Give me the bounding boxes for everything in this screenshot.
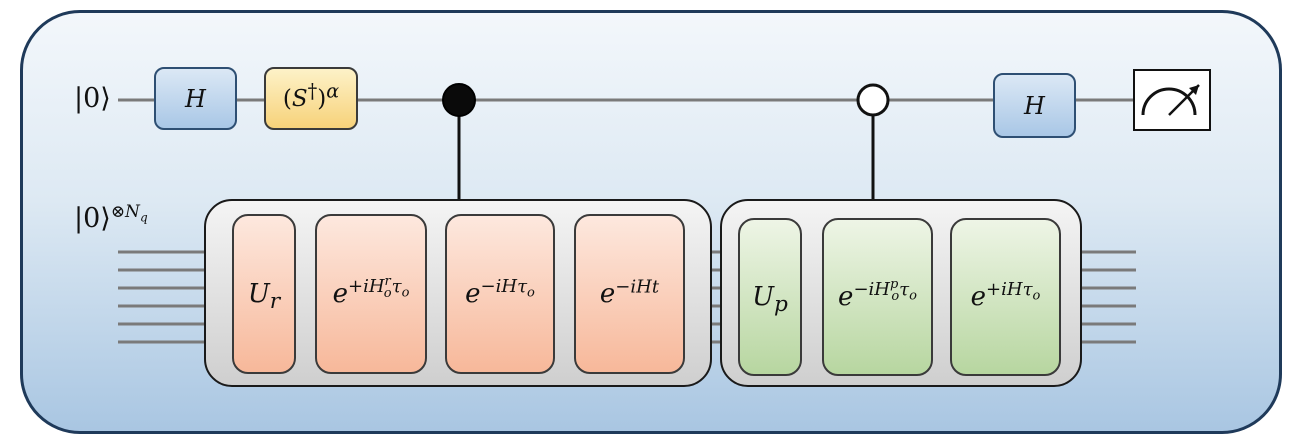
register-ket-label: |0⟩ [74,203,111,234]
gate-exp-minus-iHp-tau: e−iHpoτo [822,218,933,376]
measurement-box [1133,69,1211,131]
register-input-ket: |0⟩⊗Nq [74,203,148,234]
tensor-power: ⊗Nq [110,202,148,225]
hadamard-gate-1: H [154,67,237,130]
ancilla-input-ket: |0⟩ [74,83,111,114]
register-wires-middle [711,250,720,344]
gate-u-r: Ur [232,214,296,374]
gate-exp-plus-iHr-tau: e+iHroτo [315,214,427,374]
gate-exp-minus-iH-tau: e−iHτo [445,214,555,374]
hadamard-gate-2: H [993,73,1076,138]
meter-icon [1141,84,1200,116]
filled-control-dot [442,83,476,117]
register-wires-right [1081,250,1136,344]
s-dagger-gate: (S†)α [264,67,358,130]
gate-exp-minus-iHt: e−iHt [574,214,685,374]
register-wires-left [118,250,204,344]
s-dagger-label: (S†)α [282,78,340,112]
gate-exp-plus-iH-tau: e+iHτo [950,218,1061,376]
open-control-dot [856,83,890,117]
gate-u-p: Up [738,218,802,376]
